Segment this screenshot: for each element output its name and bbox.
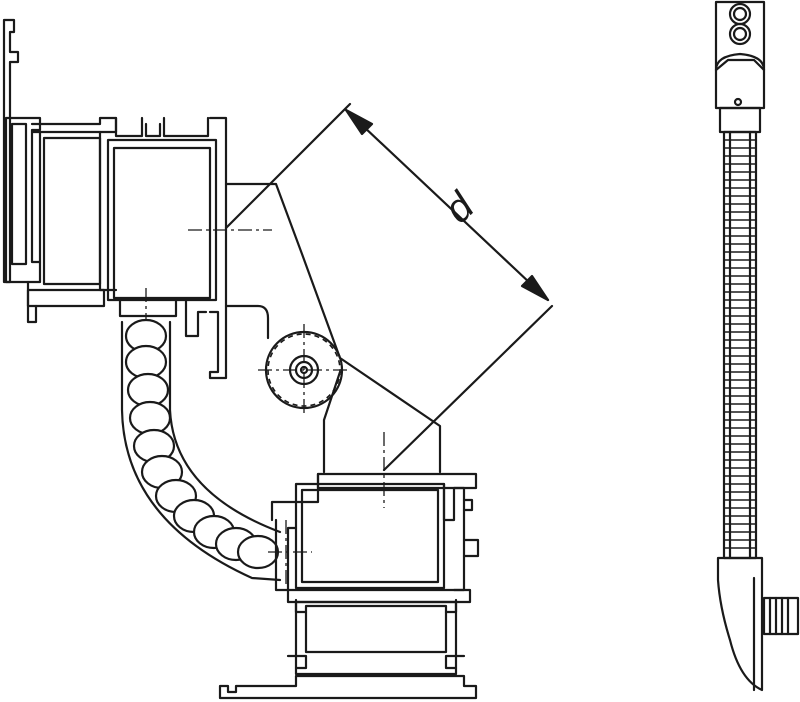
cable-chain-links	[124, 318, 280, 570]
hinge-arm	[224, 182, 442, 474]
cable-chain-front	[714, 0, 800, 692]
dimension-label: d	[436, 183, 484, 231]
lower-sash-profile	[218, 472, 480, 700]
upper-frame-profile	[2, 18, 228, 380]
dimension-d: d	[224, 102, 554, 472]
